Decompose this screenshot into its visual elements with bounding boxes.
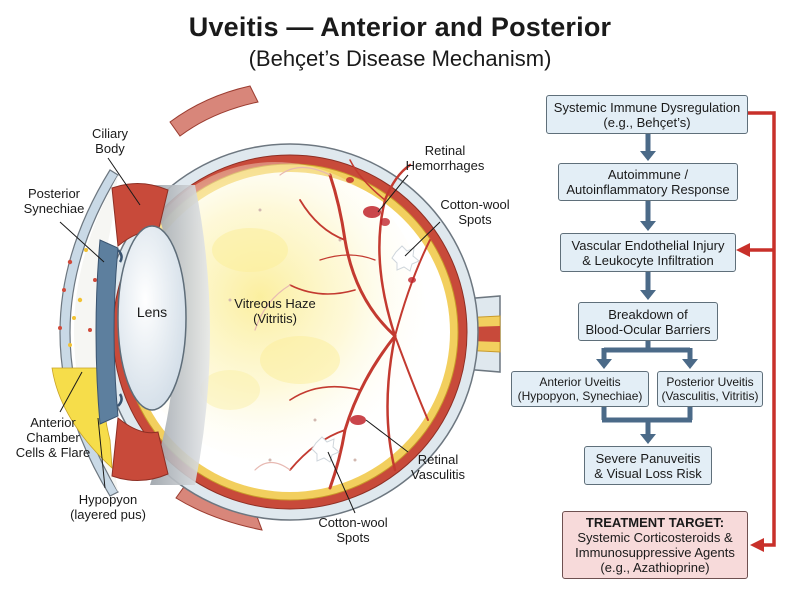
treatment-title: TREATMENT TARGET: xyxy=(585,515,725,530)
label-retinal-hemorrhages: Retinal Hemorrhages xyxy=(405,143,485,173)
retinal-hemorrhages xyxy=(346,177,416,425)
treatment-feedback-line xyxy=(748,111,776,547)
lens xyxy=(117,225,187,411)
flow-vascular-endothelial-injury: Vascular Endothelial Injury & Leukocyte … xyxy=(560,233,736,272)
label-hypopyon: Hypopyon (layered pus) xyxy=(70,492,146,522)
label-cotton-wool-top: Cotton-wool Spots xyxy=(440,197,510,227)
label-vitreous-haze: Vitreous Haze (Vitritis) xyxy=(234,296,316,326)
flow-treatment-target: TREATMENT TARGET: Systemic Corticosteroi… xyxy=(562,511,748,579)
treatment-body: Systemic Corticosteroids & Immunosuppres… xyxy=(575,530,735,575)
flow-breakdown-barriers: Breakdown of Blood-Ocular Barriers xyxy=(578,302,718,341)
iris xyxy=(95,239,119,425)
label-cotton-wool-bottom: Cotton-wool Spots xyxy=(318,515,388,545)
synechiae-marks xyxy=(117,249,123,407)
flow-posterior-uveitis: Posterior Uveitis (Vasculitis, Vitritis) xyxy=(657,371,763,407)
cotton-wool-spots xyxy=(311,245,420,463)
flow-anterior-uveitis: Anterior Uveitis (Hypopyon, Synechiae) xyxy=(511,371,649,407)
flow-autoimmune-response: Autoimmune / Autoinflammatory Response xyxy=(558,163,738,201)
retinal-vessels xyxy=(289,159,431,490)
upper-muscle xyxy=(169,85,259,137)
page-subtitle: (Behçet’s Disease Mechanism) xyxy=(248,46,552,71)
flow-severe-panuveitis: Severe Panuveitis & Visual Loss Risk xyxy=(584,446,712,485)
label-retinal-vasculitis: Retinal Vasculitis xyxy=(411,452,465,482)
flow-systemic-immune-dysregulation: Systemic Immune Dysregulation (e.g., Beh… xyxy=(546,95,748,134)
label-lens: Lens xyxy=(136,304,168,320)
page-title: Uveitis — Anterior and Posterior xyxy=(188,12,612,42)
label-posterior-synechiae: Posterior Synechiae xyxy=(23,186,85,216)
label-anterior-chamber: Anterior Chamber Cells & Flare xyxy=(15,415,91,460)
label-leaders xyxy=(59,157,441,514)
ciliary-body-lower xyxy=(111,417,169,481)
label-ciliary-body: Ciliary Body xyxy=(91,126,129,156)
